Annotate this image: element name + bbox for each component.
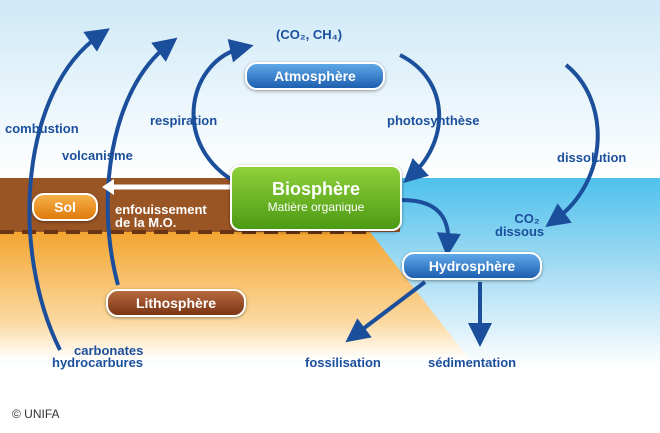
dissolution-label: dissolution bbox=[557, 150, 627, 165]
biosphere-title: Biosphère bbox=[271, 179, 361, 199]
fossilisation-label: fossilisation bbox=[305, 355, 381, 370]
sky bbox=[0, 0, 660, 180]
respiration-label: respiration bbox=[150, 113, 218, 128]
combustion-label: combustion bbox=[5, 121, 79, 136]
sedimentation-label: sédimentation bbox=[428, 355, 517, 370]
respiration-arrow bbox=[191, 39, 254, 182]
co2-dissous-label-2: dissous bbox=[495, 224, 545, 239]
photosynthese-label: photosynthèse bbox=[387, 113, 480, 128]
lithosphere-node: Lithosphère bbox=[106, 289, 246, 317]
hydrosphere-node: Hydrosphère bbox=[402, 252, 542, 280]
sol-node: Sol bbox=[32, 193, 98, 221]
dissolution-arrow bbox=[545, 63, 600, 228]
enfouissement-label-2: de la M.O. bbox=[115, 215, 177, 230]
biosphere-node: Biosphère Matière organique bbox=[230, 165, 402, 231]
volcanisme-arrow bbox=[105, 37, 178, 286]
volcanisme-label: volcanisme bbox=[62, 148, 133, 163]
co2-ch4-label: (CO₂, CH₄) bbox=[276, 27, 343, 42]
copyright: © UNIFA bbox=[12, 407, 60, 421]
biosphere-subtitle: Matière organique bbox=[267, 200, 365, 214]
bio-hydro-link bbox=[401, 198, 461, 257]
atmosphere-node: Atmosphère bbox=[245, 62, 385, 90]
fossilisation-arrow bbox=[345, 280, 427, 343]
combustion-arrow bbox=[27, 28, 110, 351]
hydrocarbures-label: hydrocarbures bbox=[52, 355, 144, 370]
carbonates-label: carbonates bbox=[74, 343, 144, 358]
photosynthese-arrow bbox=[399, 53, 442, 184]
enfouissement-label-1: enfouissement bbox=[115, 202, 207, 217]
co2-dissous-label-1: CO₂ bbox=[514, 211, 540, 226]
